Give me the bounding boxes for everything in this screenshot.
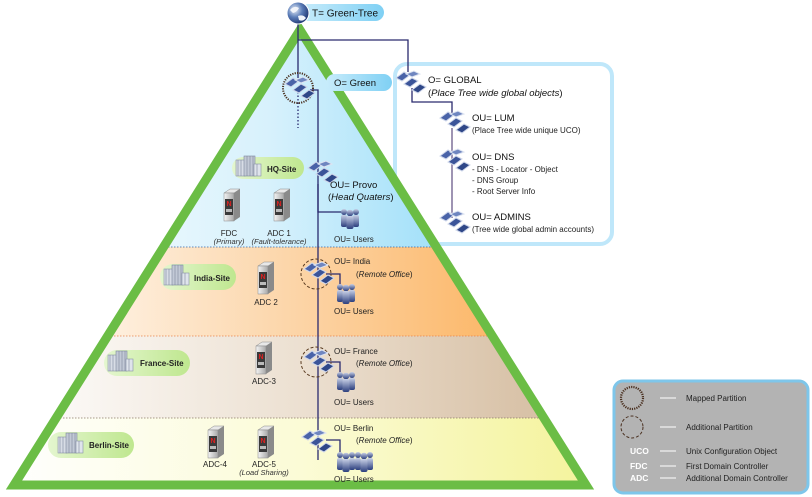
ou-sublabel-text: Remote Office <box>359 270 411 279</box>
users-icon <box>337 372 355 392</box>
legend-label: Additional Partition <box>686 423 753 432</box>
server-icon <box>273 188 291 222</box>
ou-dns[interactable]: OU= DNS - DNS - Locator - Object - DNS G… <box>439 148 559 196</box>
legend-box <box>612 379 810 495</box>
additional-partition-circle <box>300 258 332 290</box>
globe-continents <box>290 6 306 21</box>
users-icon <box>337 284 355 304</box>
pyramid-border <box>5 21 595 490</box>
server-note: (Primary) <box>214 237 245 246</box>
band-india <box>14 247 586 336</box>
server-icon <box>207 425 225 459</box>
server-icon <box>223 188 241 222</box>
ou-label: OU= Provo <box>330 180 377 191</box>
ou-lum-desc: (Place Tree wide unique UCO) <box>472 126 581 135</box>
ou-dns-label: OU= DNS <box>472 152 515 163</box>
global-org-sublabel-text: Place Tree wide global objects <box>431 88 559 99</box>
global-org-sublabel: (Place Tree wide global objects) <box>428 88 563 99</box>
server-icon <box>257 261 275 295</box>
ou-dns-line: - DNS - Locator - Object <box>472 165 559 174</box>
users-label: OU= Users <box>334 475 374 484</box>
tree-label: T= Green-Tree <box>312 9 378 20</box>
organization-label: O= Green <box>334 78 376 89</box>
ou-lum[interactable]: OU= LUM (Place Tree wide unique UCO) <box>439 110 581 135</box>
site-berlin[interactable]: Berlin-Site ADC-4 ADC-5 (Load Sharing) O… <box>48 424 413 484</box>
ou-admins-desc: (Tree wide global admin accounts) <box>472 225 594 234</box>
legend-label: Unix Configuration Object <box>686 447 778 456</box>
server-note: (Fault-tolerance) <box>251 237 307 246</box>
legend-abbr: UCO <box>630 446 649 456</box>
ou-admins-label: OU= ADMINS <box>472 212 531 223</box>
legend-abbr: FDC <box>630 461 647 471</box>
users-icon <box>355 452 373 472</box>
ou-label: OU= India <box>334 257 371 266</box>
server-name: ADC-4 <box>203 460 228 469</box>
band-france <box>14 336 586 418</box>
server-name: ADC-3 <box>252 377 277 386</box>
users-label: OU= Users <box>334 235 374 244</box>
legend-label: Mapped Partition <box>686 394 746 403</box>
mapped-partition-circle <box>282 72 314 104</box>
ou-sublabel-text: Remote Office <box>359 359 411 368</box>
server-icon <box>255 341 273 375</box>
users-label: OU= Users <box>334 307 374 316</box>
ou-dns-line: - DNS Group <box>472 176 519 185</box>
legend-label: First Domain Controller <box>686 462 769 471</box>
legend-abbr: ADC <box>630 473 648 483</box>
site-france[interactable]: France-Site ADC-3 OU= France (Remote Off… <box>104 341 413 407</box>
legend-label: Additional Domain Controller <box>686 474 788 483</box>
tree-root[interactable]: T= Green-Tree <box>286 1 384 25</box>
additional-partition-icon <box>620 415 644 439</box>
site-name: India-Site <box>194 274 231 283</box>
global-org-label: O= GLOBAL <box>428 75 482 86</box>
ou-sublabel-text: Remote Office <box>359 436 411 445</box>
ou-sublabel-text: Head Quaters <box>331 192 390 203</box>
server-note: (Load Sharing) <box>239 468 289 477</box>
ou-sublabel: (Head Quaters) <box>328 192 394 203</box>
site-india[interactable]: India-Site ADC 2 OU= India (Remote Offic… <box>160 257 413 316</box>
additional-partition-circle <box>300 346 332 378</box>
ou-label: OU= Berlin <box>334 424 373 433</box>
mapped-partition-icon <box>619 385 645 411</box>
legend: Mapped Partition Additional Partition UC… <box>612 379 810 495</box>
site-name: Berlin-Site <box>89 441 130 450</box>
server-name: ADC-5 <box>252 460 277 469</box>
server-name: ADC 1 <box>267 229 291 238</box>
server-icon <box>257 425 275 459</box>
server-name: ADC 2 <box>254 298 278 307</box>
server-name: FDC <box>221 229 238 238</box>
users-label: OU= Users <box>334 398 374 407</box>
global-container <box>393 62 614 246</box>
site-hq[interactable]: HQ-Site FDC (Primary) ADC 1 (Fault-toler… <box>214 155 394 246</box>
ou-label: OU= France <box>334 347 378 356</box>
ou-sublabel: (Remote Office) <box>356 436 413 445</box>
users-icon <box>341 209 359 229</box>
global-org[interactable]: O= GLOBAL (Place Tree wide global object… <box>395 70 563 99</box>
ou-dns-line: - Root Server Info <box>472 187 536 196</box>
ou-admins[interactable]: OU= ADMINS (Tree wide global admin accou… <box>439 210 594 234</box>
organization-green[interactable]: O= Green <box>282 72 392 104</box>
site-name: HQ-Site <box>267 165 297 174</box>
ou-sublabel: (Remote Office) <box>356 270 413 279</box>
globe-icon <box>286 1 310 25</box>
ou-sublabel: (Remote Office) <box>356 359 413 368</box>
ou-lum-label: OU= LUM <box>472 113 515 124</box>
users-icon <box>337 452 355 472</box>
site-name: France-Site <box>140 359 184 368</box>
